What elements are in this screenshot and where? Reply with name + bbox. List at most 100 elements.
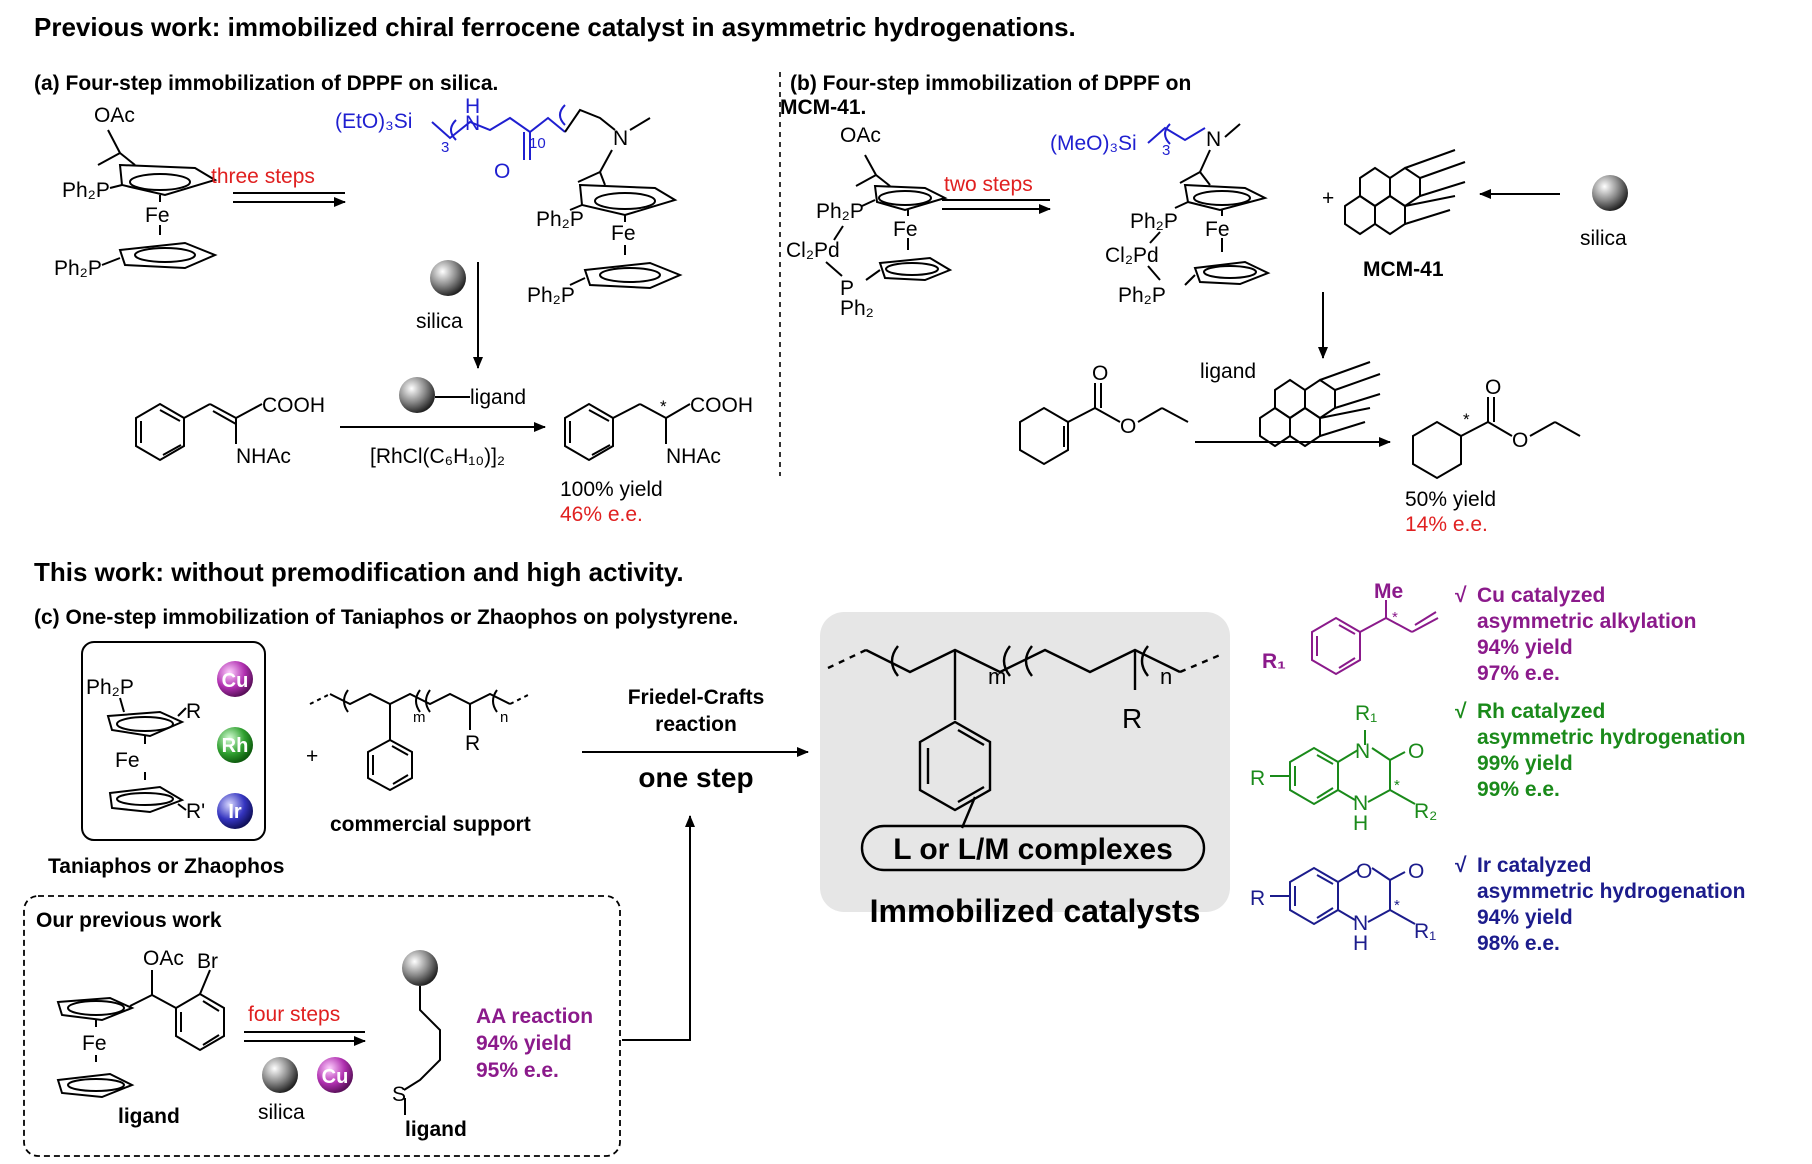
- result-ee: 97% e.e.: [1477, 662, 1560, 685]
- r-label: R: [186, 700, 201, 723]
- product-cyclohexane-ester: [1412, 397, 1581, 480]
- chain-n-label: 10: [529, 135, 546, 152]
- metal-cu-label: Cu: [222, 670, 249, 692]
- oac-label: OAc: [143, 947, 184, 970]
- amide-h-label: H: [465, 95, 480, 118]
- ligand-label: ligand: [470, 386, 526, 409]
- pd-complex-immobilized: [1147, 123, 1271, 286]
- stereocenter-star: *: [1463, 410, 1470, 429]
- p-label: P: [840, 277, 854, 300]
- yield-label: 100% yield: [560, 478, 663, 501]
- linker-n-label: 3: [441, 139, 449, 156]
- product-rh-quinoxalinone: R₁ N O R N H R₂ *: [1250, 702, 1437, 835]
- nhac-label: NHAc: [236, 445, 291, 468]
- box-m-label: m: [988, 664, 1006, 689]
- ph2p-label: Ph₂P: [527, 284, 575, 307]
- result-title: Rh catalyzed: [1477, 700, 1605, 723]
- linker-chain: [431, 104, 566, 160]
- nh-h-label: H: [1353, 932, 1368, 955]
- reaction-label: reaction: [655, 713, 737, 736]
- amide-n-label: N: [465, 112, 480, 135]
- ph2p-label: Ph₂P: [1130, 210, 1178, 233]
- check-icon: √: [1455, 854, 1467, 877]
- ph2-label: Ph₂: [840, 297, 874, 320]
- stereocenter-star: *: [1392, 609, 1398, 626]
- panel-b-title: (b) Four-step immobilization of DPPF on: [790, 72, 1191, 95]
- substrate-dehydroamino-acid: [135, 402, 263, 462]
- panel-b: (b) Four-step immobilization of DPPF on …: [780, 72, 1628, 536]
- panel-a: (a) Four-step immobilization of DPPF on …: [34, 72, 753, 526]
- linker-label: (MeO)₃Si: [1050, 132, 1137, 155]
- result-subtitle: asymmetric alkylation: [1477, 610, 1696, 633]
- yield-label: 50% yield: [1405, 488, 1496, 511]
- ferrocene-ligand: [106, 697, 187, 814]
- plus-sign: +: [1322, 187, 1334, 210]
- result-title: Ir catalyzed: [1477, 854, 1591, 877]
- catalyst-label: [RhCl(C₆H₁₀)]₂: [370, 445, 505, 468]
- support-label: commercial support: [330, 813, 531, 836]
- complexes-label: L or L/M complexes: [893, 833, 1173, 866]
- poly-r-label: R: [465, 732, 480, 755]
- n-label: N: [1355, 740, 1370, 763]
- ph2p-label: Ph₂P: [54, 257, 102, 280]
- result-cu: √ Cu catalyzed asymmetric alkylation 94%…: [1455, 584, 1696, 685]
- fe-label: Fe: [145, 204, 170, 227]
- product-cu-alkylation: Me * R₁: [1262, 580, 1439, 676]
- result-ee: 99% e.e.: [1477, 778, 1560, 801]
- ligand-label: ligand: [405, 1118, 467, 1141]
- ferrocene-bromoaryl: [56, 969, 225, 1099]
- result-title: Cu catalyzed: [1477, 584, 1605, 607]
- ligand-label: ligand: [118, 1105, 180, 1128]
- linker-chain: [1147, 123, 1206, 145]
- oac-label: OAc: [94, 104, 135, 127]
- stereocenter-star: *: [660, 397, 667, 416]
- yield-label: 94% yield: [476, 1032, 572, 1055]
- silica-sphere-icon: [262, 1057, 298, 1093]
- immobilized-polymer: [827, 645, 1221, 829]
- support-sphere-icon: [399, 377, 435, 413]
- ee-label: 95% e.e.: [476, 1059, 559, 1082]
- carbonyl-o-label: O: [1485, 376, 1501, 399]
- s-label: S: [392, 1083, 406, 1106]
- result-subtitle: asymmetric hydrogenation: [1477, 726, 1745, 749]
- ferrocene-pd-start: [825, 154, 953, 282]
- fe-label: Fe: [1205, 218, 1230, 241]
- ester-o-label: O: [1120, 415, 1136, 438]
- ligand-box: [81, 641, 266, 841]
- substrate-cyclohexene-ester: [1019, 383, 1189, 466]
- check-icon: √: [1455, 700, 1467, 723]
- silica-label: silica: [416, 310, 463, 333]
- heading-this-work: This work: without premodification and h…: [34, 557, 684, 587]
- r1-label: R₁: [1355, 702, 1377, 725]
- rhodium-sphere-icon: [217, 727, 253, 763]
- ph2p-label: Ph₂P: [1118, 284, 1166, 307]
- ferrocene-start-a: [97, 129, 218, 270]
- r-label: R: [1250, 887, 1265, 910]
- ligand-names-label: Taniaphos or Zhaophos: [48, 855, 284, 878]
- nh-h-label: H: [1353, 812, 1368, 835]
- result-yield: 99% yield: [1477, 752, 1573, 775]
- previous-work-box: Our previous work OAc Br Fe ligand four …: [23, 815, 695, 1157]
- fe-label: Fe: [893, 218, 918, 241]
- fe-label: Fe: [115, 749, 140, 772]
- panel-a-title: (a) Four-step immobilization of DPPF on …: [34, 72, 498, 95]
- support-sphere-icon: [402, 950, 438, 986]
- ee-label: 46% e.e.: [560, 503, 643, 526]
- check-icon: √: [1455, 584, 1467, 607]
- poly-m-label: m: [413, 709, 426, 726]
- aa-reaction-label: AA reaction: [476, 1005, 593, 1028]
- box-n-label: n: [1160, 664, 1172, 689]
- connector-arrow: [622, 815, 695, 1041]
- ph2p-label: Ph₂P: [536, 208, 584, 231]
- stereocenter-star: *: [1394, 897, 1400, 914]
- copper-sphere-icon: [317, 1057, 353, 1093]
- ligand-label: ligand: [1200, 360, 1256, 383]
- cl2pd-label: Cl₂Pd: [786, 239, 840, 262]
- silica-sphere-icon: [430, 260, 466, 296]
- result-yield: 94% yield: [1477, 636, 1573, 659]
- nhac-label: NHAc: [666, 445, 721, 468]
- mcm-41-framework-icon: [1344, 149, 1466, 236]
- previous-work-frame: [23, 895, 621, 1157]
- immobilized-catalysts-label: Immobilized catalysts: [870, 893, 1201, 929]
